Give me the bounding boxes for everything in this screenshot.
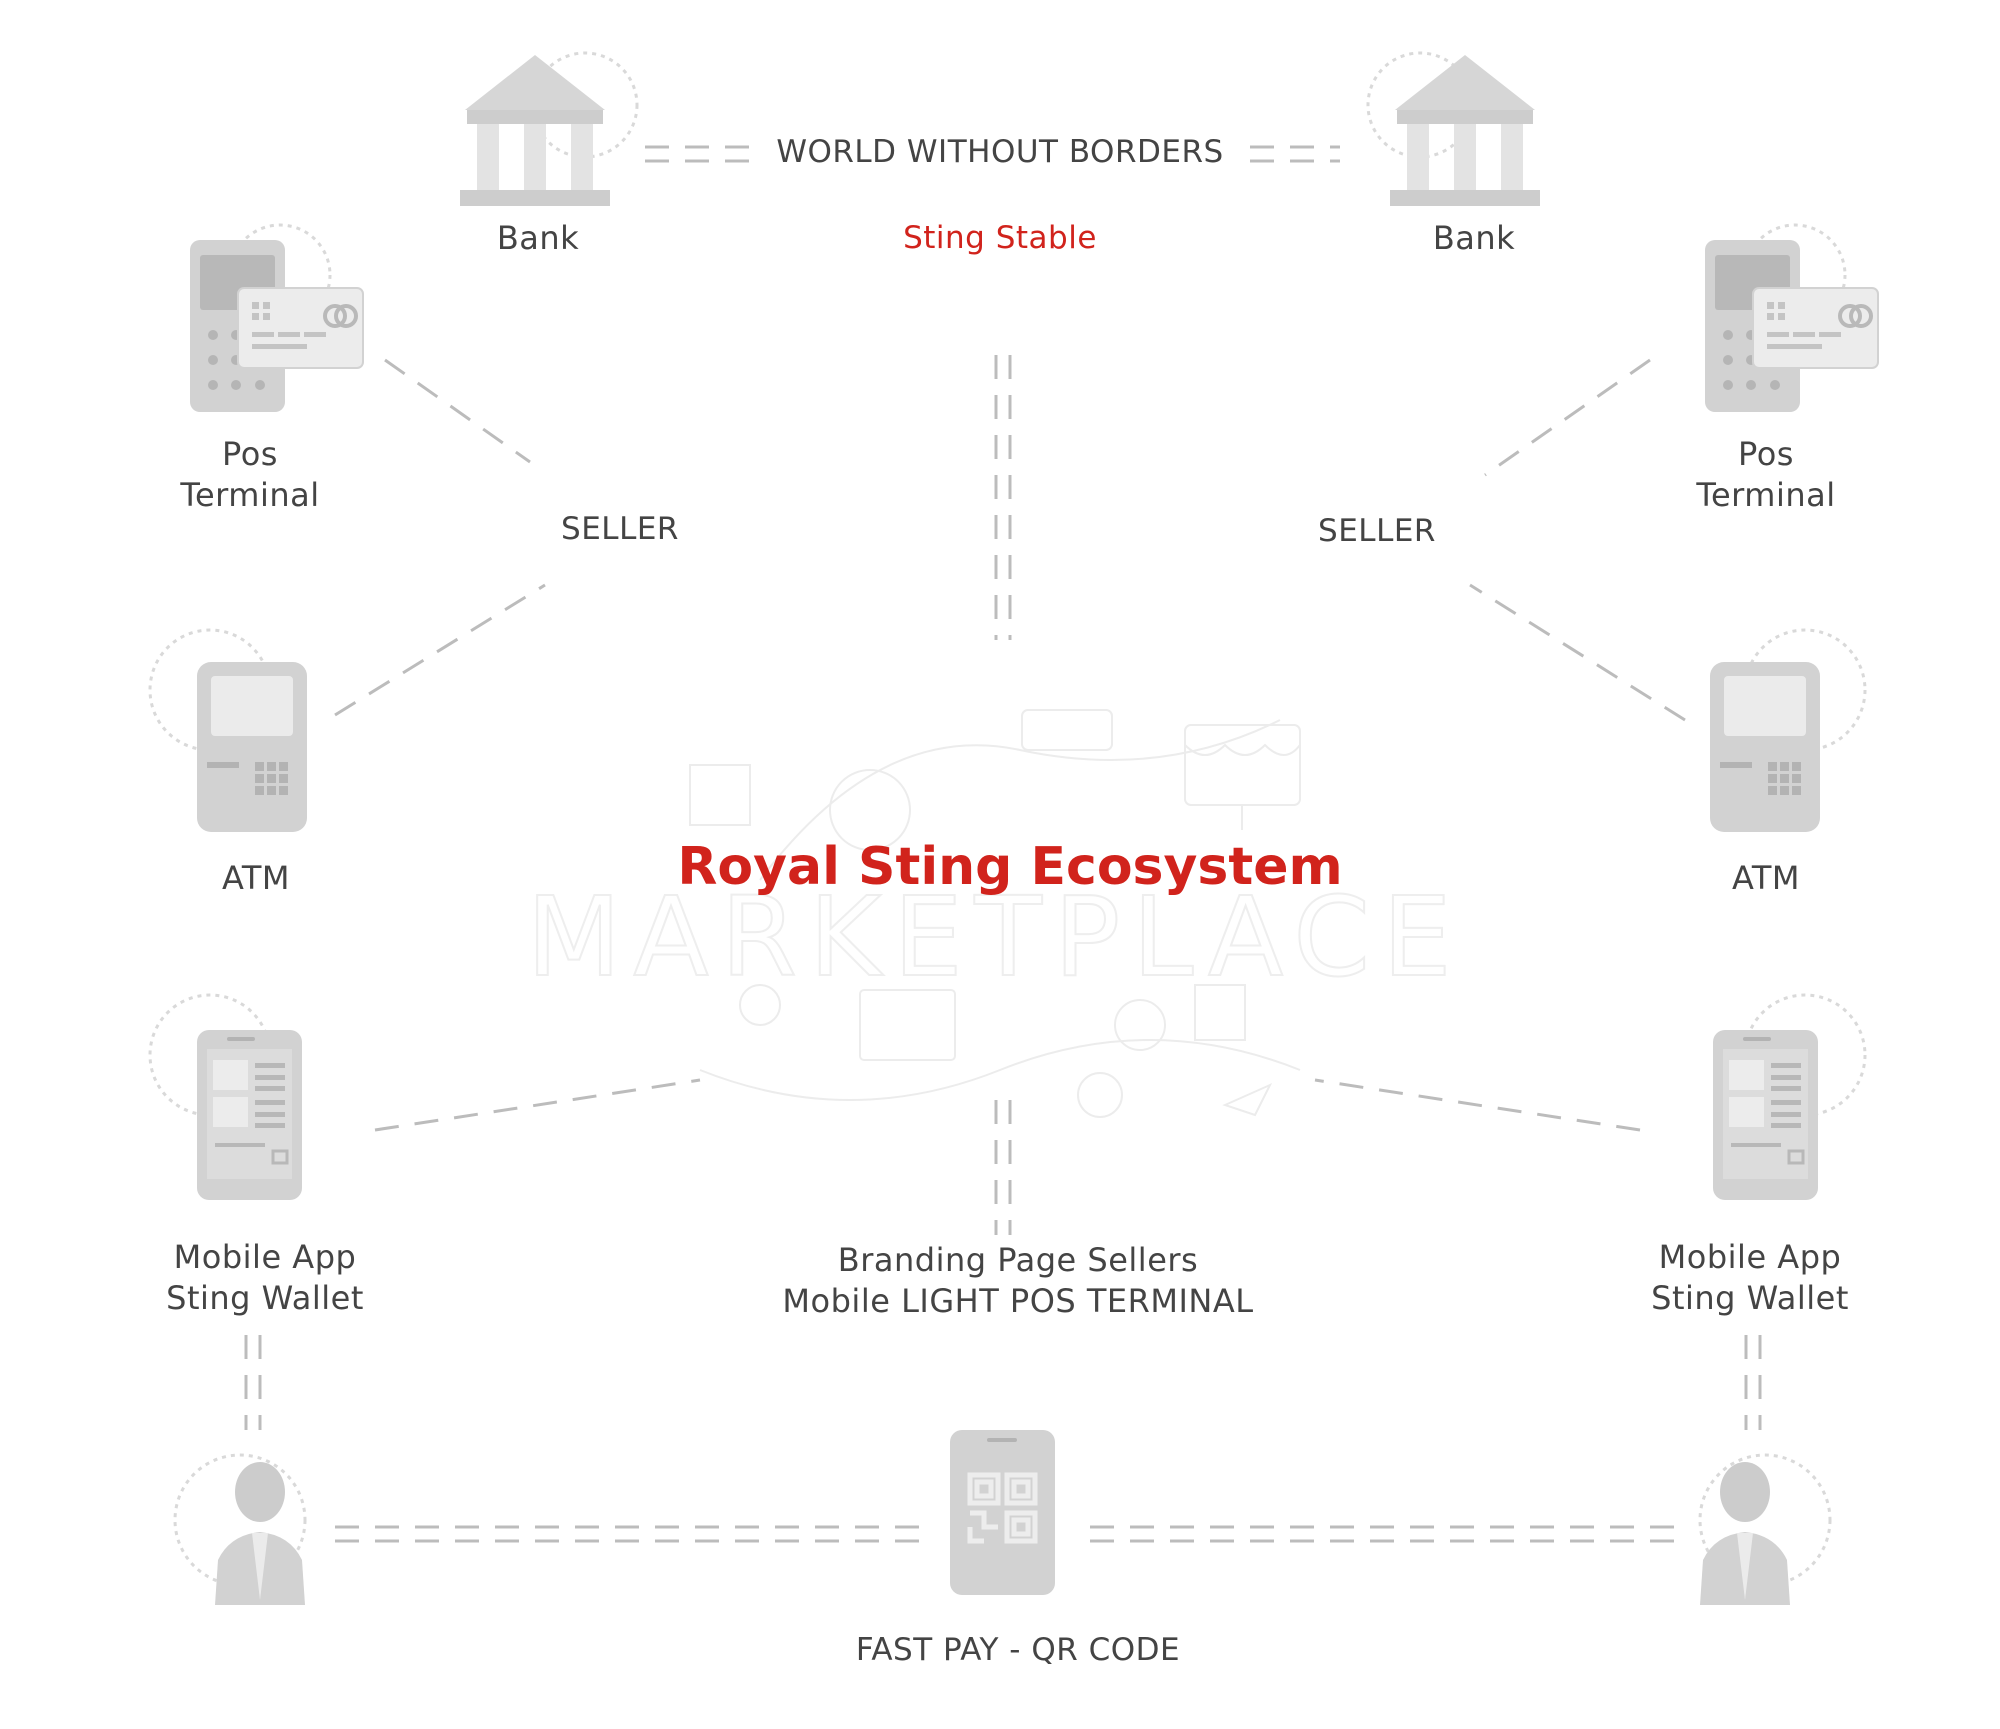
bank-icon [460,51,639,206]
sting-stable-label: Sting Stable [903,220,1097,256]
user-icon [1698,1453,1832,1605]
pos-terminal-icon [1705,223,1879,412]
pos-terminal-icon [190,223,364,412]
bank-label-right: Bank [1432,219,1516,257]
diagram-title: Royal Sting Ecosystem [677,837,1343,897]
atm-label-right: ATM [1731,859,1801,897]
atm-icon [1710,628,1867,832]
qr-phone-icon [950,1430,1055,1595]
world-without-borders-label: WORLD WITHOUT BORDERS [776,134,1224,170]
mobile-app-icon [148,993,302,1200]
fast-pay-label: FAST PAY - QR CODE [855,1632,1181,1668]
bank-icon [1366,51,1540,206]
atm-icon [148,628,307,832]
watermark-text: MARKETPLACE [526,873,1463,1001]
bank-label-left: Bank [496,219,580,257]
user-icon [173,1453,307,1605]
seller-label-right: SELLER [1318,513,1436,549]
atm-label-left: ATM [221,859,291,897]
seller-label-left: SELLER [561,511,679,547]
mobile-app-icon [1713,993,1867,1200]
